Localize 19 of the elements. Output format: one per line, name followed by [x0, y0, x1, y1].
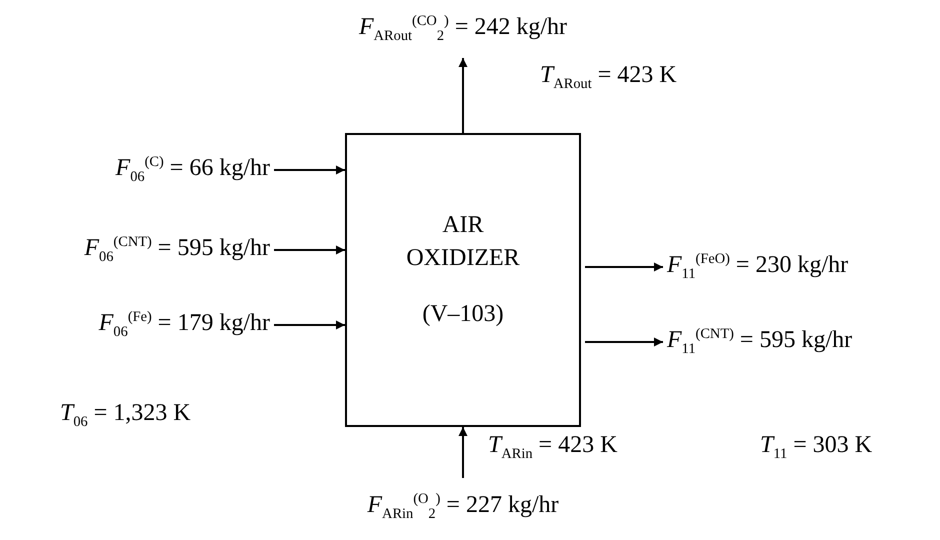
- flow-arrow: [585, 262, 663, 272]
- flow-arrow: [274, 320, 345, 330]
- temperature-label: T$_{ARin}$ = 423 K: [488, 432, 618, 463]
- stream-flow-label: F$_{06}$$^{(C)}$ = 66 kg/hr: [116, 154, 270, 186]
- flow-arrow: [458, 427, 468, 478]
- flow-arrow: [274, 166, 345, 174]
- stream-flow-label: F$_{11}$$^{(FeO)}$ = 230 kg/hr: [667, 251, 848, 283]
- temperature-label: T$_{06}$ = 1,323 K: [60, 400, 191, 431]
- flow-arrow: [274, 246, 345, 254]
- flow-arrow: [585, 338, 663, 346]
- unit-label: (V–103): [421, 300, 505, 330]
- temperature-label: T$_{ARout}$ = 423 K: [540, 62, 677, 93]
- stream-flow-label: F$_{11}$$^{(CNT)}$ = 595 kg/hr: [667, 326, 852, 358]
- stream-flow-label: F$_{06}$$^{(CNT)}$ = 595 kg/hr: [84, 234, 270, 266]
- temperature-label: T$_{11}$ = 303 K: [760, 432, 872, 463]
- flow-arrow: [458, 58, 468, 133]
- unit-label: AIR OXIDIZER: [405, 211, 521, 273]
- stream-flow-label: F$_{06}$$^{(Fe)}$ = 179 kg/hr: [98, 309, 270, 341]
- oxidizer-vessel-box: [345, 133, 581, 427]
